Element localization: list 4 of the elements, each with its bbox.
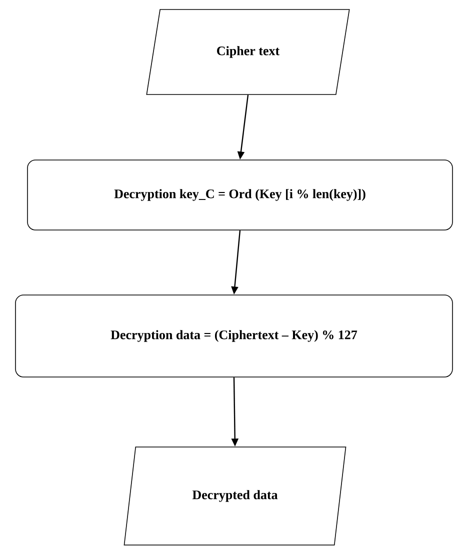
- data-parallelogram: Decrypted data: [124, 446, 346, 546]
- data-parallelogram: Cipher text: [146, 9, 350, 95]
- process-box: Decryption key_C = Ord (Key [i % len(key)]): [27, 160, 453, 230]
- process-box: Decryption data = (Ciphertext – Key) % 127: [15, 294, 453, 378]
